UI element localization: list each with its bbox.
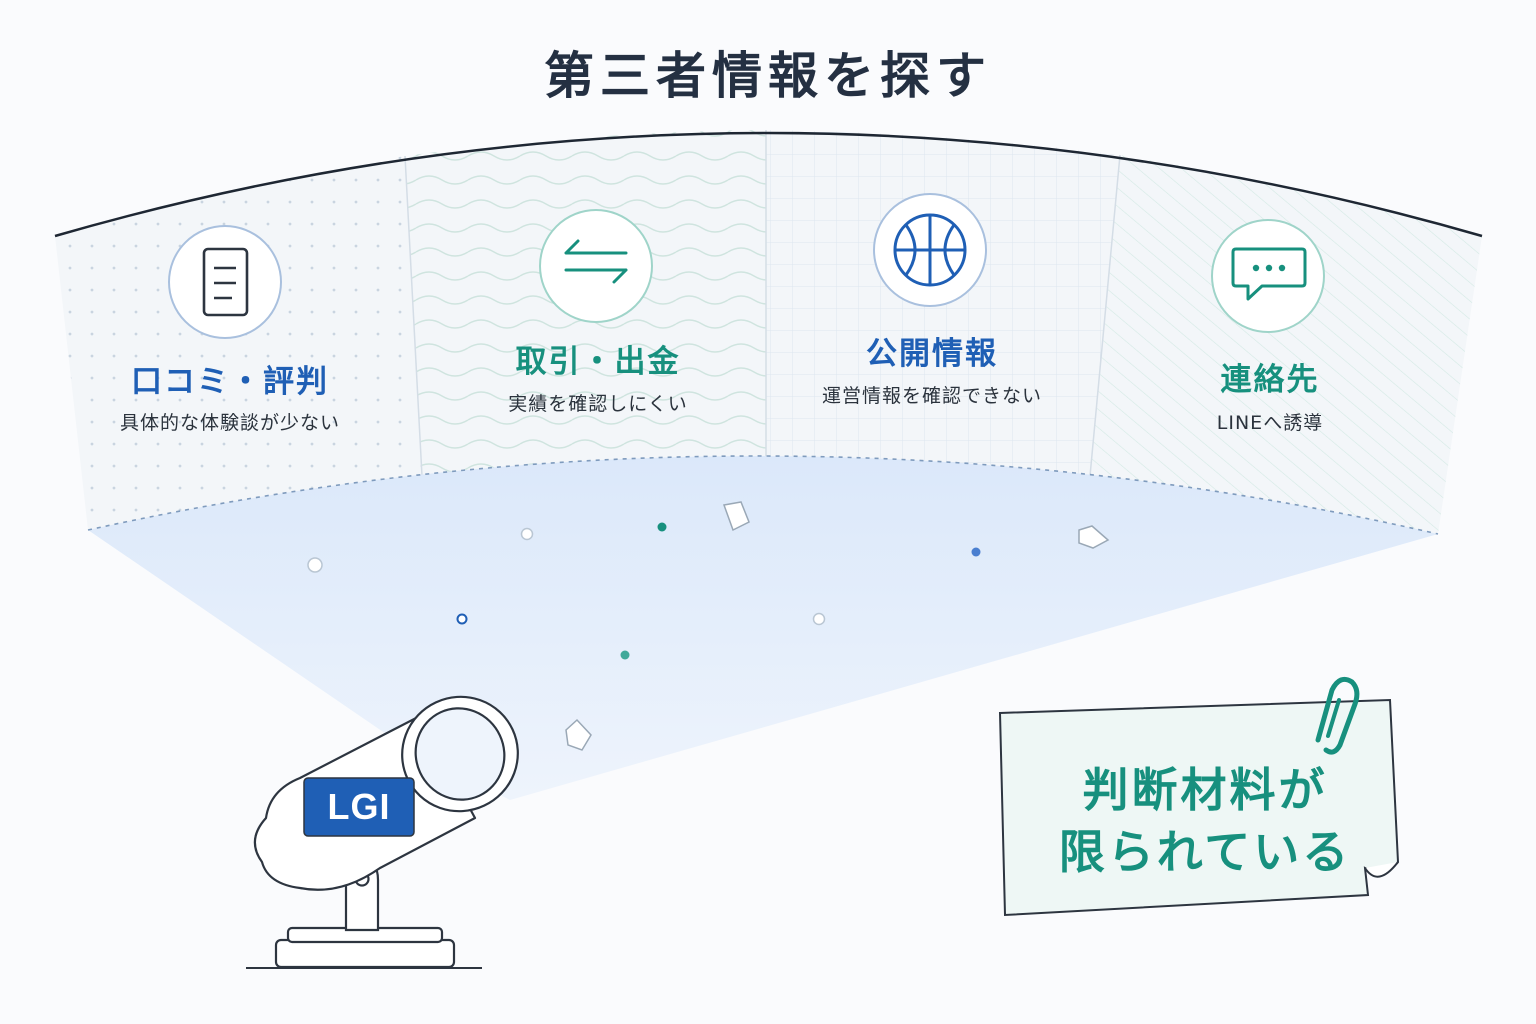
particle: [971, 547, 981, 557]
category-title-contact: 連絡先: [1220, 362, 1320, 398]
sticky-note: [998, 698, 1400, 917]
crystal-fragment: [565, 718, 592, 751]
particle: [812, 612, 826, 626]
category-title-public-info: 公開情報: [866, 336, 998, 372]
particle: [657, 522, 667, 532]
category-title-reviews: 口コミ・評判: [131, 364, 329, 400]
crystal-fragment: [1078, 525, 1110, 549]
category-subtitle-transactions: 実績を確認しにくい: [508, 393, 688, 415]
particle: [307, 557, 323, 573]
divider: [1089, 154, 1121, 477]
basketball-icon: [873, 193, 987, 307]
particle: [520, 527, 534, 541]
category-subtitle-public-info: 運営情報を確認できない: [821, 385, 1042, 407]
exchange-arrows-icon: [539, 209, 653, 323]
particle: [620, 650, 630, 660]
note-line-1: 判断材料が: [1082, 763, 1328, 817]
category-subtitle-reviews: 具体的な体験談が少ない: [119, 412, 340, 434]
page-title: 第三者情報を探す: [544, 47, 992, 105]
category-title-transactions: 取引・出金: [515, 344, 681, 380]
document-icon: [168, 225, 282, 339]
paperclip-icon: [1315, 676, 1360, 755]
projector-label: LGI: [327, 786, 391, 827]
section-contact: [1090, 155, 1482, 534]
category-subtitle-contact: LINEへ誘導: [1216, 412, 1324, 434]
section-reviews: [55, 156, 422, 530]
spotlight-projector: [246, 695, 519, 969]
chat-bubble-icon: [1211, 219, 1325, 333]
particle: [456, 613, 468, 625]
divider: [404, 155, 423, 477]
crystal-fragment: [722, 501, 750, 532]
panel-top-arc: [54, 131, 1483, 238]
logo-plate: [303, 777, 415, 837]
note-line-2: 限られている: [1058, 825, 1352, 879]
